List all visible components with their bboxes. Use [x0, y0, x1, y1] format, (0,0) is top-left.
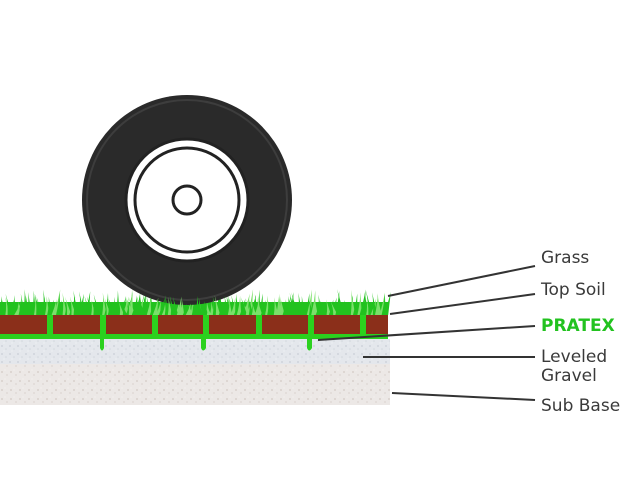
- leader-line-pratex: [317, 325, 536, 341]
- label-leveled-gravel: Leveled Gravel: [541, 348, 607, 386]
- label-top-soil: Top Soil: [541, 280, 606, 300]
- grass-front-layer: [107, 295, 266, 315]
- pratex-grid: [0, 333, 388, 351]
- leader-lines: [317, 265, 536, 401]
- leveled-gravel-layer: [0, 339, 390, 364]
- leader-line-grass: [387, 265, 536, 297]
- tire-icon: [82, 95, 292, 305]
- leader-line-sub-base: [391, 392, 536, 401]
- label-pratex: PRATEX: [541, 316, 615, 336]
- label-leveled-gravel-line-2: Gravel: [541, 366, 597, 386]
- top-soil-layer: [0, 314, 388, 334]
- label-leveled-gravel-line-1: Leveled: [541, 347, 608, 367]
- leader-line-top-soil: [389, 293, 536, 315]
- label-sub-base: Sub Base: [541, 396, 621, 416]
- sub-base-layer: [0, 363, 390, 405]
- label-grass: Grass: [541, 248, 590, 268]
